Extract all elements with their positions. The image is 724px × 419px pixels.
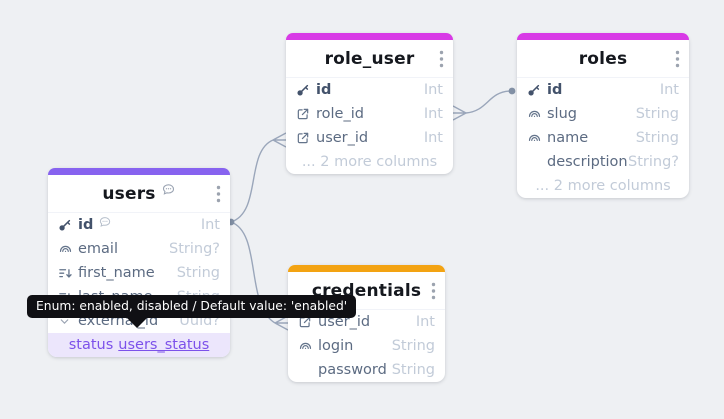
- column-name: name: [547, 129, 589, 146]
- table-role-user[interactable]: role_user id Int role_id Int user_id Int…: [286, 33, 453, 174]
- column-row-users-email[interactable]: email String?: [48, 237, 230, 261]
- column-name: first_name: [78, 264, 155, 281]
- column-type: String: [635, 129, 679, 146]
- table-role-user-accent-bar: [286, 33, 453, 40]
- column-row-roles-slug[interactable]: slug String: [517, 102, 689, 126]
- column-type: Int: [423, 105, 443, 122]
- column-name: id: [316, 81, 332, 98]
- table-roles-title: roles: [578, 48, 628, 69]
- table-role-user-title: role_user: [324, 48, 415, 69]
- table-roles-header[interactable]: roles: [517, 40, 689, 78]
- tooltip-arrow: [127, 318, 147, 328]
- table-users-menu-icon[interactable]: [216, 185, 221, 203]
- table-role-user-header[interactable]: role_user: [286, 40, 453, 78]
- more-columns-label[interactable]: ... 2 more columns: [301, 153, 438, 170]
- table-users-accent-bar: [48, 168, 230, 175]
- table-users-title: users: [102, 183, 156, 204]
- more-columns-label[interactable]: ... 2 more columns: [535, 177, 671, 194]
- key-icon: [58, 218, 78, 232]
- enum-tooltip: Enum: enabled, disabled / Default value:…: [27, 295, 357, 328]
- key-icon: [296, 83, 316, 97]
- crowsfoot-roleuser-userid: [272, 132, 287, 148]
- column-name: user_id: [316, 129, 369, 146]
- column-row-credentials-user-id[interactable]: user_id Int: [288, 310, 445, 334]
- table-roles[interactable]: roles id Int slug String name String des…: [517, 33, 689, 198]
- column-name: email: [78, 240, 118, 257]
- key-icon: [527, 83, 547, 97]
- foreign-key-icon: [296, 131, 316, 145]
- column-row-credentials-login[interactable]: login String: [288, 334, 445, 358]
- column-row-roles-name[interactable]: name String: [517, 126, 689, 150]
- crowsfoot-roleuser-roleid: [452, 105, 467, 121]
- column-type: Int: [659, 81, 679, 98]
- column-name: role_id: [316, 105, 364, 122]
- comment-icon: [98, 215, 112, 229]
- column-type: String?: [169, 240, 220, 257]
- column-row-roles-id[interactable]: id Int: [517, 78, 689, 102]
- table-role-user-menu-icon[interactable]: [439, 50, 444, 68]
- one-end-dot-roles-id: [508, 87, 516, 95]
- sort-index-icon: [58, 266, 78, 281]
- column-name: description: [547, 153, 628, 170]
- column-type: String: [635, 105, 679, 122]
- table-credentials[interactable]: credentials user_id Int login String pas…: [288, 265, 445, 382]
- table-roles-accent-bar: [517, 33, 689, 40]
- column-type: String: [391, 361, 435, 378]
- column-row-roles-description[interactable]: description String?: [517, 150, 689, 174]
- column-type: Int: [415, 313, 435, 330]
- column-name: login: [318, 337, 354, 354]
- foreign-key-icon: [296, 107, 316, 121]
- crowsfoot-credentials-userid: [274, 315, 289, 331]
- table-credentials-accent-bar: [288, 265, 445, 272]
- fingerprint-icon: [298, 339, 318, 354]
- column-row-users-first-name[interactable]: first_name String: [48, 261, 230, 285]
- table-users[interactable]: users id Int email String? first_name St…: [48, 168, 230, 357]
- column-name: id: [547, 81, 563, 98]
- enum-tooltip-text: Enum: enabled, disabled / Default value:…: [36, 299, 348, 313]
- column-name: user_id: [318, 313, 371, 330]
- fingerprint-icon: [527, 107, 547, 122]
- column-name: id: [78, 216, 94, 233]
- column-row-roleuser-id[interactable]: id Int: [286, 78, 453, 102]
- column-row-credentials-password[interactable]: password String: [288, 358, 445, 382]
- column-name: password: [318, 361, 387, 378]
- table-users-header[interactable]: users: [48, 175, 230, 213]
- relation-line-users-roleuser: [230, 139, 274, 223]
- column-type: Int: [200, 216, 220, 233]
- table-credentials-menu-icon[interactable]: [431, 282, 436, 300]
- comment-icon: [161, 182, 176, 197]
- column-type: String?: [628, 153, 679, 170]
- table-roles-menu-icon[interactable]: [675, 50, 680, 68]
- chevron-down-icon: [58, 315, 78, 328]
- column-row-roleuser-role-id[interactable]: role_id Int: [286, 102, 453, 126]
- fingerprint-icon: [527, 131, 547, 146]
- column-name: slug: [547, 105, 577, 122]
- column-name: status: [68, 336, 114, 353]
- column-row-roleuser-user-id[interactable]: user_id Int: [286, 126, 453, 150]
- fingerprint-icon: [58, 242, 78, 257]
- column-type: String: [391, 337, 435, 354]
- column-type: Int: [423, 129, 443, 146]
- relation-line-roleuser-roles: [465, 90, 511, 114]
- column-row-users-status[interactable]: status users_status: [48, 333, 230, 357]
- column-row-users-id[interactable]: id Int: [48, 213, 230, 237]
- column-type: String: [176, 264, 220, 281]
- column-type: Int: [423, 81, 443, 98]
- enum-type-link[interactable]: users_status: [118, 336, 210, 353]
